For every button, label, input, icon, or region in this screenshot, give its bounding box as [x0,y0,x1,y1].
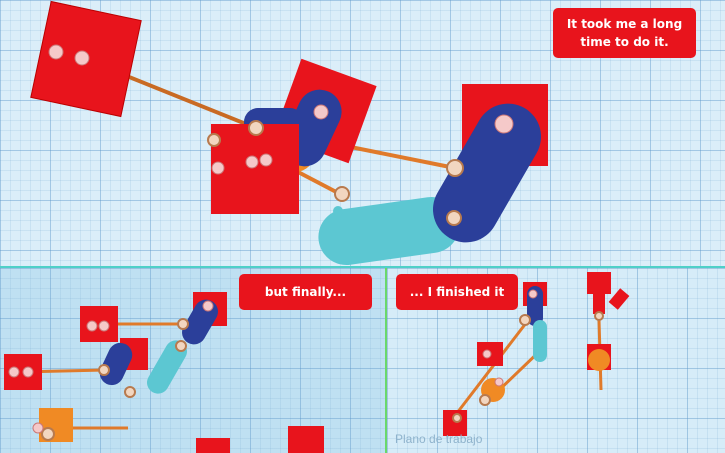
hole-marker-icon [482,289,538,387]
scene-top [30,0,548,265]
pivot-joint-icon [452,311,604,423]
workplane-label: Plano de trabajo [395,432,483,446]
caption-bottom-right: ... I finished it [396,274,518,310]
hole-marker-icon [48,44,514,175]
red-box-main [211,124,299,214]
caption-top: It took me a long time to do it. [553,8,696,58]
red-box-k [593,292,605,314]
viewport-bottom-right[interactable]: ... I finished it [387,268,725,453]
scene-bottom-left [4,292,324,453]
red-box-f [288,426,324,453]
pivot-joint-icon [41,318,189,441]
cyan-tank-mini [533,320,547,362]
caption-bottom-left: but finally... [239,274,372,310]
tank-nozzle [333,206,343,216]
viewport-bottom-left[interactable]: but finally... [0,268,385,453]
cyan-tank-small [147,340,187,394]
blue-cylinder-right [433,103,541,243]
pivot-joint-icon [207,120,464,226]
cyan-tank [318,197,460,265]
viewport-top[interactable]: It took me a long time to do it. [0,0,725,266]
orange-cylinder-b [588,349,610,371]
hole-marker-icon [8,300,214,434]
scene-bottom-right [443,272,630,436]
red-box-e [196,438,230,453]
red-box-l [608,288,630,310]
panel-divider-horizontal [0,266,725,268]
panel-divider-vertical [385,268,387,453]
red-box-j [587,272,611,294]
